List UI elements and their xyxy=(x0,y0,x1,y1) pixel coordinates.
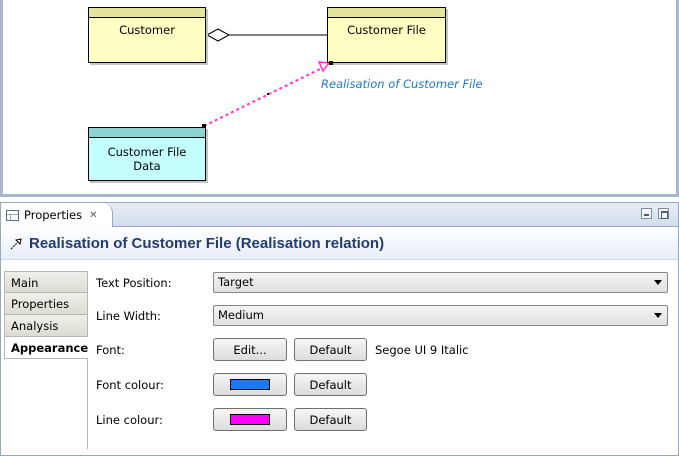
tab-properties[interactable]: Properties ✕ xyxy=(1,203,113,227)
customer-file-element[interactable]: Customer File xyxy=(327,7,446,63)
properties-sheet-icon xyxy=(6,209,19,221)
element-header-band xyxy=(328,8,445,18)
nav-tab-main[interactable]: Main xyxy=(4,271,88,293)
line-colour-default-button[interactable]: Default xyxy=(294,408,367,431)
font-edit-button[interactable]: Edit... xyxy=(213,338,287,361)
line-colour-row: Line colour: Default xyxy=(88,408,678,432)
realisation-relation-icon xyxy=(9,237,23,251)
appearance-form: Text Position: Target Line Width: Medium… xyxy=(88,267,678,455)
properties-title: Realisation of Customer File (Realisatio… xyxy=(29,235,385,252)
font-colour-label: Font colour: xyxy=(96,378,164,392)
font-colour-row: Font colour: Default xyxy=(88,373,678,397)
line-colour-label: Line colour: xyxy=(96,413,163,427)
text-position-value: Target xyxy=(218,275,254,289)
font-default-button[interactable]: Default xyxy=(294,338,367,361)
font-colour-swatch xyxy=(230,379,270,390)
canvas-border-left xyxy=(0,0,3,197)
properties-header: Realisation of Customer File (Realisatio… xyxy=(1,228,678,260)
nav-divider xyxy=(87,359,88,449)
customer-element[interactable]: Customer xyxy=(88,7,206,63)
customer-file-data-element[interactable]: Customer File Data xyxy=(88,127,206,181)
diagram-canvas[interactable]: Customer Customer File Customer File Dat… xyxy=(0,0,679,200)
text-position-row: Text Position: Target xyxy=(88,271,678,295)
font-colour-default-button[interactable]: Default xyxy=(294,373,367,396)
chevron-down-icon xyxy=(654,313,662,318)
target-selection-handle[interactable] xyxy=(329,61,333,65)
connections-layer xyxy=(203,28,331,127)
line-colour-swatch xyxy=(230,414,270,425)
customer-file-data-element-name: Customer File Data xyxy=(107,145,187,173)
close-icon[interactable]: ✕ xyxy=(89,209,98,221)
chevron-down-icon xyxy=(654,280,662,285)
font-description: Segoe UI 9 Italic xyxy=(375,343,469,357)
line-width-label: Line Width: xyxy=(96,309,161,323)
canvas-border-bottom xyxy=(0,194,679,197)
midpoint-handle[interactable] xyxy=(267,93,269,95)
element-header-band xyxy=(89,8,205,18)
aggregation-diamond[interactable] xyxy=(205,28,231,42)
canvas-border-right xyxy=(676,0,679,197)
nav-tab-analysis[interactable]: Analysis xyxy=(4,315,88,337)
realisation-relation-label[interactable]: Realisation of Customer File xyxy=(321,77,483,91)
line-width-value: Medium xyxy=(218,308,264,322)
element-header-band xyxy=(89,128,205,138)
text-position-label: Text Position: xyxy=(96,276,172,290)
text-position-select[interactable]: Target xyxy=(213,272,668,293)
font-colour-button[interactable] xyxy=(213,373,287,396)
properties-nav: Main Properties Analysis Appearance xyxy=(4,271,88,451)
line-width-select[interactable]: Medium xyxy=(213,305,668,326)
tab-properties-label: Properties xyxy=(24,208,83,222)
line-width-row: Line Width: Medium xyxy=(88,304,678,328)
maximize-button[interactable] xyxy=(658,208,669,219)
nav-tab-appearance[interactable]: Appearance xyxy=(4,337,88,359)
font-label: Font: xyxy=(96,343,125,357)
view-tab-bar: Properties ✕ xyxy=(1,203,678,227)
realisation-line[interactable] xyxy=(203,67,323,127)
nav-tab-properties[interactable]: Properties xyxy=(4,293,88,315)
customer-element-name: Customer xyxy=(119,23,175,37)
customer-file-element-name: Customer File xyxy=(347,23,426,37)
font-row: Font: Edit... Default Segoe UI 9 Italic xyxy=(88,338,678,362)
line-colour-button[interactable] xyxy=(213,408,287,431)
source-selection-handle[interactable] xyxy=(202,124,206,128)
minimize-button[interactable] xyxy=(641,208,652,219)
properties-view: Properties ✕ Realisation of Customer Fil… xyxy=(0,202,679,456)
realisation-arrowhead[interactable] xyxy=(317,61,331,73)
